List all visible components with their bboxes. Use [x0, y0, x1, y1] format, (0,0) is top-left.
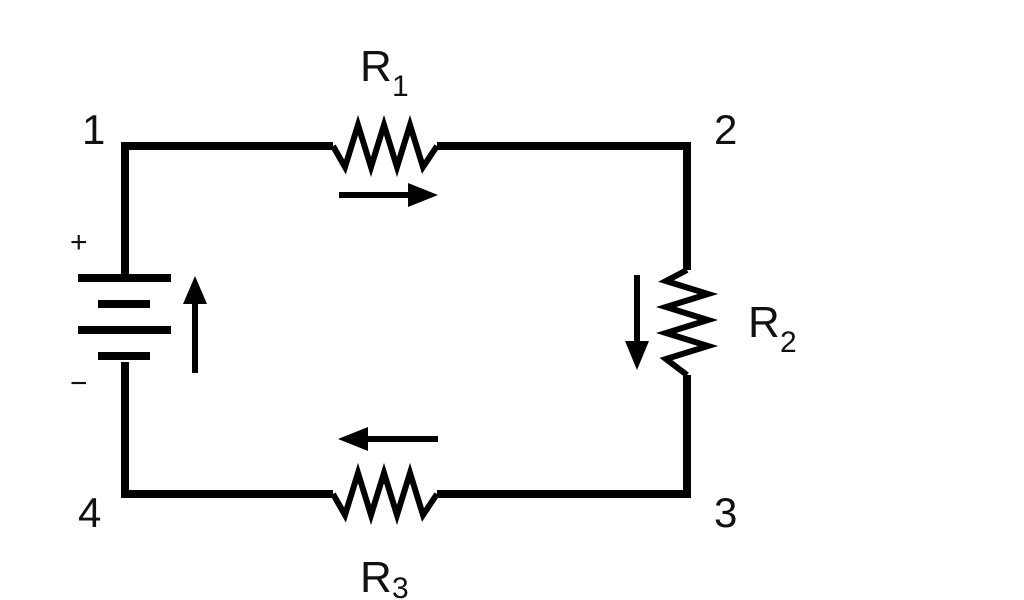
label-r3-subscript: 3 [392, 572, 409, 600]
current-arrow-r3 [338, 427, 438, 451]
resistor-r2 [655, 267, 719, 378]
label-r3-letter: R [360, 553, 392, 600]
node-label-2: 2 [714, 106, 737, 153]
label-r1-letter: R [360, 42, 392, 91]
resistor-r1 [330, 114, 440, 178]
label-r1: R 1 [360, 42, 409, 103]
node-label-4: 4 [78, 489, 101, 536]
battery-negative-label: − [70, 367, 88, 400]
node-label-3: 3 [714, 489, 737, 536]
battery [78, 274, 171, 360]
current-arrow-battery [183, 276, 207, 373]
current-arrow-r1 [339, 183, 438, 207]
label-r3: R 3 [360, 553, 409, 600]
current-arrow-r2 [625, 275, 649, 370]
arrow-left-icon [338, 427, 368, 451]
resistor-r3 [330, 462, 440, 526]
arrow-up-icon [183, 276, 207, 304]
label-r2-letter: R [748, 298, 780, 347]
label-r2-subscript: 2 [780, 326, 797, 359]
arrow-down-icon [625, 341, 649, 370]
label-r1-subscript: 1 [392, 70, 409, 103]
battery-positive-label: + [70, 226, 88, 259]
label-r2: R 2 [748, 298, 797, 359]
node-label-1: 1 [82, 106, 105, 153]
arrow-right-icon [408, 183, 438, 207]
